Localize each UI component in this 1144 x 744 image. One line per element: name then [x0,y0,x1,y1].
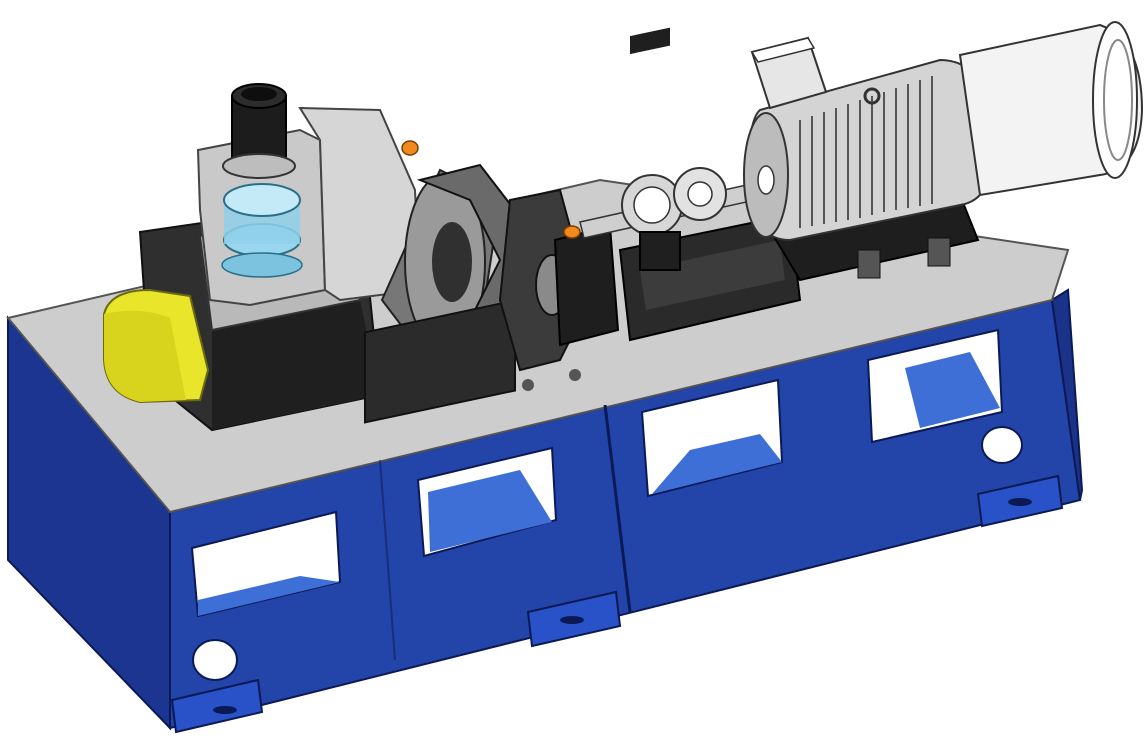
base-hole-right [981,426,1023,464]
yellow-coupling-cover [103,288,210,404]
orange-plug-left [401,140,419,156]
base-hole-left [192,639,238,681]
shaft-coupling [522,27,802,391]
pillow-block [639,231,681,271]
foot-front-left [170,678,264,734]
electric-motor [743,21,1144,282]
gearbox-unit [103,83,620,432]
brake-disc [364,163,532,424]
caliper-assembly [498,188,620,372]
valve-assembly [196,83,422,307]
orange-plug-right [563,225,581,239]
fan-cowl [958,21,1144,197]
flexible-coupling [621,27,727,236]
base-right-face [1050,288,1084,501]
